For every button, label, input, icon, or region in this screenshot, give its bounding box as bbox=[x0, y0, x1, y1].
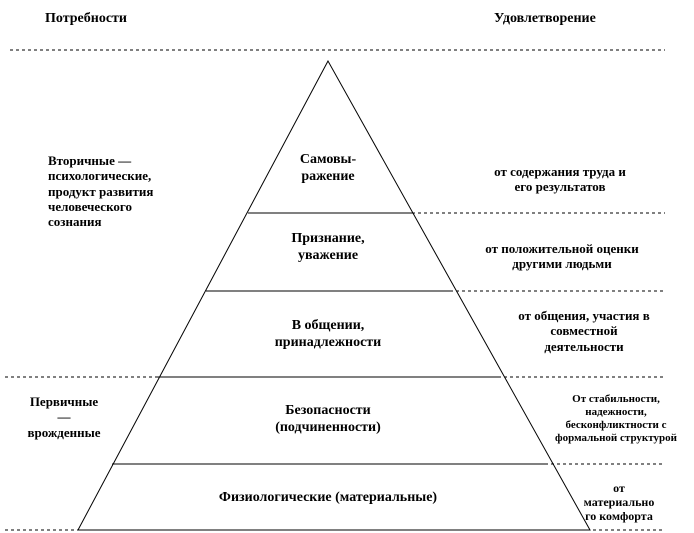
level-recognition: Признание, уважение bbox=[291, 231, 365, 263]
level-belonging: В общении, принадлежности bbox=[274, 318, 382, 350]
satisfaction-recognition: от положительной оценки другими людьми bbox=[485, 241, 639, 272]
level-safety: Безопасности (подчиненности) bbox=[275, 403, 381, 435]
satisfaction-self-expression: от содержания труда и его результатов bbox=[494, 164, 626, 195]
level-self-expression: Самовы- ражение bbox=[299, 152, 357, 184]
satisfaction-header: Удовлетворение bbox=[494, 11, 596, 26]
pyramid-outline bbox=[77, 59, 591, 531]
satisfaction-physiological: от материально го комфорта bbox=[583, 481, 655, 524]
satisfaction-safety: От стабильности, надежности, бесконфликт… bbox=[555, 393, 677, 444]
secondary-needs-label: Вторичные — психологические, продукт раз… bbox=[48, 153, 154, 230]
needs-header: Потребности bbox=[45, 11, 127, 26]
primary-needs-label: Первичные — врожденные bbox=[27, 394, 101, 440]
level-physiological: Физиологические (материальные) bbox=[218, 490, 438, 505]
satisfaction-belonging: от общения, участия в совместной деятель… bbox=[518, 308, 650, 354]
